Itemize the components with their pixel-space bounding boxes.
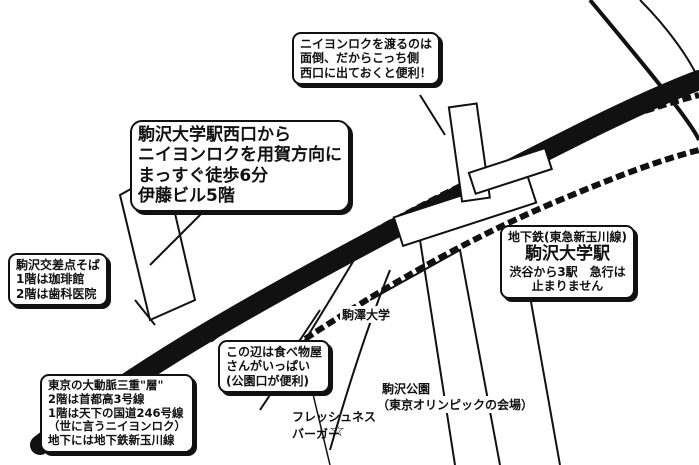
park-sub-label: （東京オリンピックの会場） bbox=[375, 396, 536, 413]
outer-arc-road bbox=[588, 0, 699, 141]
food-line: (公園口が便利) bbox=[226, 373, 309, 388]
station-name: 駒沢大学駅 bbox=[524, 244, 610, 265]
station-note-line: 止まりません bbox=[531, 279, 604, 294]
directions-line: ニイヨンロクを用賀方向に bbox=[138, 145, 342, 166]
highway-callout: 東京の大動脈三重"層" 2階は首都高3号線 1階は天下の国道246号線 （世に言… bbox=[40, 374, 194, 453]
highway-line: 東京の大動脈三重"層" bbox=[48, 378, 164, 392]
burger-label-2: バーガー bbox=[292, 427, 341, 441]
food-line: さんがいっぱい bbox=[226, 359, 311, 374]
pointer-intersection bbox=[134, 299, 156, 326]
food-line: この辺は食べ物屋 bbox=[226, 345, 323, 359]
intersection-callout: 駒沢交差点そば 1階は珈琲館 2階は歯科医院 bbox=[8, 253, 109, 307]
university-label: 駒澤大学 bbox=[340, 306, 393, 323]
station-line-label: 地下鉄(東急新玉川線) bbox=[508, 230, 627, 244]
highway-line: 地下には地下鉄新玉川線 bbox=[48, 433, 175, 448]
burger-label: フレッシュネス bbox=[292, 410, 377, 424]
intersection-line: 1階は珈琲館 bbox=[16, 272, 85, 287]
station-note-line: 渋谷から3駅 急行は bbox=[509, 264, 626, 279]
pointer-crossing bbox=[419, 94, 446, 136]
side-street-2 bbox=[329, 269, 391, 451]
star-icon: ☆ bbox=[329, 420, 346, 441]
directions-line: 伊藤ビル5階 bbox=[138, 186, 235, 207]
highway-line: 1階は天下の国道246号線 bbox=[48, 405, 184, 420]
food-callout: この辺は食べ物屋 さんがいっぱい (公園口が便利) bbox=[218, 340, 331, 394]
station-platform bbox=[467, 146, 554, 196]
park-label: 駒沢公園 bbox=[380, 380, 433, 397]
crossing-note-line: 面倒、だからこっち側 bbox=[300, 51, 420, 66]
side-street-4 bbox=[419, 239, 456, 465]
crossing-note-line: 西口に出ておくと便利！ bbox=[300, 65, 432, 80]
highway-line: 2階は首都高3号線 bbox=[48, 391, 145, 406]
highway-line: （世に言うニイヨンロク） bbox=[48, 419, 186, 434]
intersection-line: 駒沢交差点そば bbox=[16, 258, 101, 272]
pointer-food bbox=[299, 309, 321, 341]
intersection-line: 2階は歯科医院 bbox=[16, 286, 97, 301]
directions-line: 駒沢大学駅西口から bbox=[138, 125, 291, 145]
station-callout: 地下鉄(東急新玉川線) 駒沢大学駅 渋谷から3駅 急行は 止まりません bbox=[500, 225, 635, 299]
crossing-note-line: ニイヨンロクを渡るのは bbox=[300, 37, 433, 51]
side-street-3 bbox=[369, 248, 501, 465]
crossing-note-callout: ニイヨンロクを渡るのは 面倒、だからこっち側 西口に出ておくと便利！ bbox=[292, 32, 441, 86]
directions-callout: 駒沢大学駅西口から ニイヨンロクを用賀方向に まっすぐ徒歩6分 伊藤ビル5階 bbox=[130, 120, 350, 212]
directions-line: まっすぐ徒歩6分 bbox=[138, 165, 269, 186]
expressway-chain-lower bbox=[228, 147, 699, 393]
pointer-directions bbox=[149, 204, 211, 266]
outer-arc-road-2 bbox=[639, 0, 699, 81]
